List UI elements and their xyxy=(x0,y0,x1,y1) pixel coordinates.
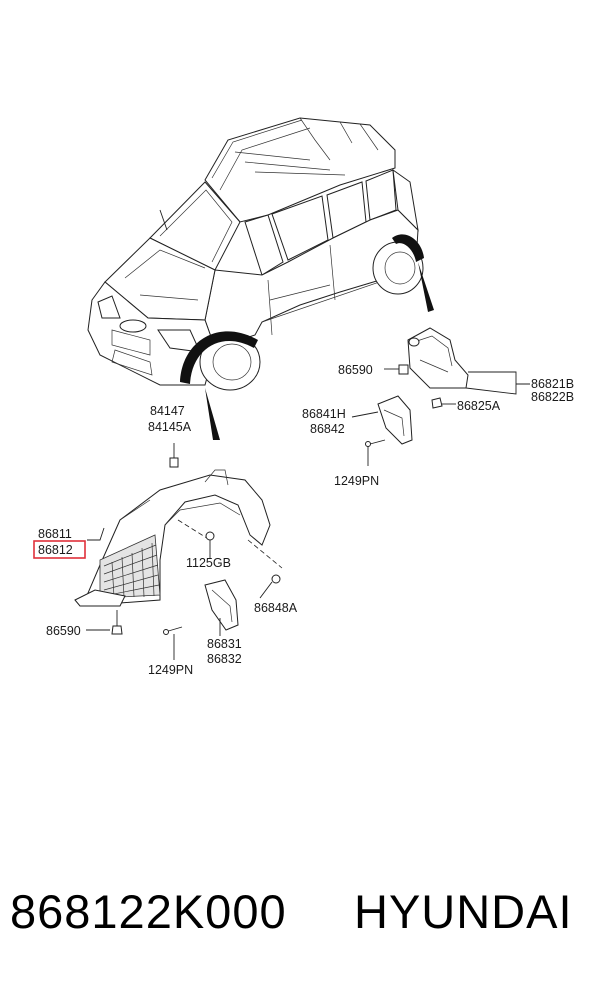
label-1249PN-front: 1249PN xyxy=(148,663,193,677)
liner-grille xyxy=(99,534,161,599)
brand-name: HYUNDAI xyxy=(354,885,573,938)
part-number: 868122K000 xyxy=(10,885,287,938)
leader-lines xyxy=(86,527,211,631)
front-wheel-liner xyxy=(74,469,283,607)
label-86590-front: 86590 xyxy=(46,624,81,638)
front-hardware xyxy=(111,443,281,660)
label-86848A: 86848A xyxy=(254,601,298,615)
label-86841H: 86841H xyxy=(302,407,346,421)
part-labels: 84147 84145A 86811 86812 1125GB 86590 86… xyxy=(33,363,574,677)
label-84145A: 84145A xyxy=(148,420,192,434)
car-illustration xyxy=(87,117,434,440)
label-86825A: 86825A xyxy=(457,399,501,413)
label-1249PN-rear: 1249PN xyxy=(334,474,379,488)
label-84147: 84147 xyxy=(150,404,185,418)
label-86812: 86812 xyxy=(38,543,73,557)
label-86831: 86831 xyxy=(207,637,242,651)
label-1125GB: 1125GB xyxy=(186,556,231,570)
label-86821B: 86821B xyxy=(531,377,574,391)
label-86590-rear: 86590 xyxy=(338,363,373,377)
label-86842: 86842 xyxy=(310,422,345,436)
label-86832: 86832 xyxy=(207,652,242,666)
highlight-box-86812 xyxy=(33,540,86,559)
label-86811: 86811 xyxy=(38,527,72,541)
rear-mud-guard xyxy=(351,327,530,466)
label-86822B: 86822B xyxy=(531,390,574,404)
